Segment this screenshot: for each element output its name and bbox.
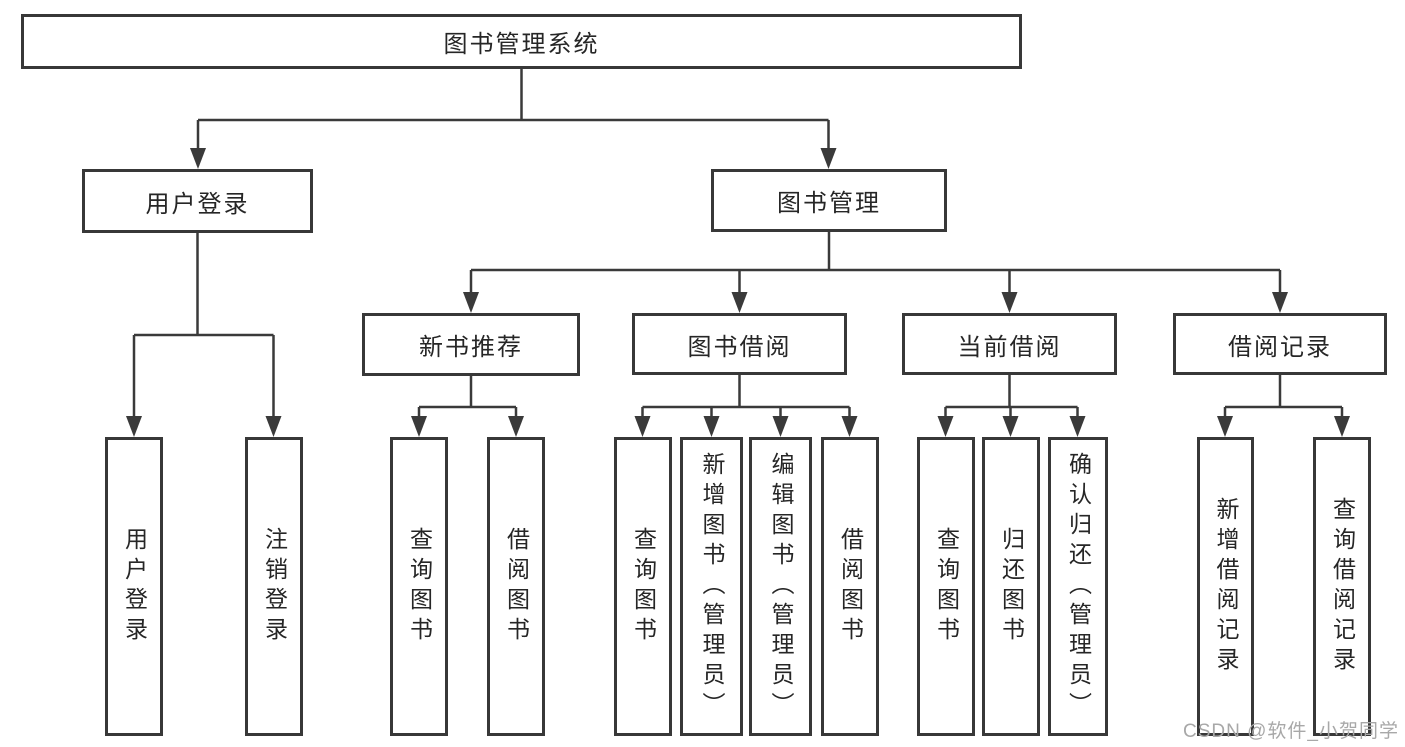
- node-book-borrow-label: 图书借阅: [687, 333, 792, 361]
- connector-borrowrecord-to-leaves: [1223, 375, 1344, 419]
- arrowheads-newrec-leaves: [411, 416, 524, 437]
- leaf-borrow-borrow-book-label: 借阅图书: [837, 526, 864, 647]
- connector-currentborrow-to-leaves: [944, 375, 1079, 419]
- leaf-query-borrow-record: 查询借阅记录: [1313, 437, 1371, 736]
- leaf-current-query-book: 查询图书: [917, 437, 975, 736]
- node-borrow-record-label: 借阅记录: [1228, 333, 1332, 361]
- arrowheads-level2: [190, 148, 837, 169]
- leaf-confirm-return-admin: 确认归还（管理员）: [1048, 437, 1108, 736]
- csdn-watermark: CSDN @软件_小贺同学: [1183, 721, 1399, 742]
- connector-bookmgmt-to-level3: [469, 232, 1282, 295]
- connector-root-to-level2: [196, 69, 830, 150]
- leaf-logout-label: 注销登录: [261, 526, 288, 647]
- arrowheads-bookborrow-leaves: [634, 416, 858, 437]
- leaf-edit-book-admin: 编辑图书（管理员）: [749, 437, 812, 736]
- leaf-confirm-return-admin-label: 确认归还（管理员）: [1065, 451, 1092, 722]
- node-new-book-recommend: 新书推荐: [362, 313, 580, 376]
- leaf-newrec-borrow-book: 借阅图书: [487, 437, 545, 736]
- leaf-query-borrow-record-label: 查询借阅记录: [1329, 496, 1356, 677]
- leaf-borrow-query-book: 查询图书: [614, 437, 672, 736]
- node-borrow-record: 借阅记录: [1173, 313, 1387, 375]
- leaf-newrec-query-book: 查询图书: [390, 437, 448, 736]
- leaf-add-borrow-record-label: 新增借阅记录: [1213, 496, 1239, 677]
- node-book-management-label: 图书管理: [777, 190, 881, 217]
- arrowheads-borrowrecord-leaves: [1217, 416, 1350, 437]
- leaf-newrec-query-book-label: 查询图书: [406, 526, 433, 647]
- connector-newrec-to-leaves: [417, 376, 518, 419]
- leaf-borrow-borrow-book: 借阅图书: [821, 437, 879, 736]
- node-root-library-system: 图书管理系统: [21, 14, 1022, 69]
- leaf-borrow-query-book-label: 查询图书: [630, 526, 657, 647]
- leaf-return-book-label: 归还图书: [998, 526, 1025, 647]
- node-user-login-label: 用户登录: [145, 190, 250, 218]
- leaf-edit-book-admin-label: 编辑图书（管理员）: [768, 451, 794, 722]
- node-root-label: 图书管理系统: [443, 31, 600, 58]
- node-book-management: 图书管理: [711, 169, 947, 232]
- node-current-borrow-label: 当前借阅: [957, 333, 1062, 361]
- node-user-login: 用户登录: [82, 169, 313, 233]
- leaf-user-login: 用户登录: [105, 437, 163, 736]
- leaf-add-book-admin: 新增图书（管理员）: [680, 437, 743, 736]
- leaf-add-book-admin-label: 新增图书（管理员）: [699, 451, 725, 722]
- leaf-return-book: 归还图书: [982, 437, 1040, 736]
- connector-bookborrow-to-leaves: [641, 375, 851, 419]
- arrowheads-level3: [463, 292, 1288, 313]
- leaf-logout: 注销登录: [245, 437, 303, 736]
- leaf-current-query-book-label: 查询图书: [933, 526, 960, 647]
- arrowheads-currentborrow-leaves: [937, 416, 1086, 437]
- node-current-borrow: 当前借阅: [902, 313, 1117, 375]
- leaf-user-login-label: 用户登录: [121, 526, 148, 647]
- connector-userlogin-to-leaves: [132, 233, 275, 419]
- leaf-newrec-borrow-book-label: 借阅图书: [503, 526, 530, 647]
- arrowheads-userlogin-leaves: [126, 416, 282, 437]
- leaf-add-borrow-record: 新增借阅记录: [1197, 437, 1254, 736]
- node-book-borrow: 图书借阅: [632, 313, 847, 375]
- node-new-book-recommend-label: 新书推荐: [419, 334, 523, 361]
